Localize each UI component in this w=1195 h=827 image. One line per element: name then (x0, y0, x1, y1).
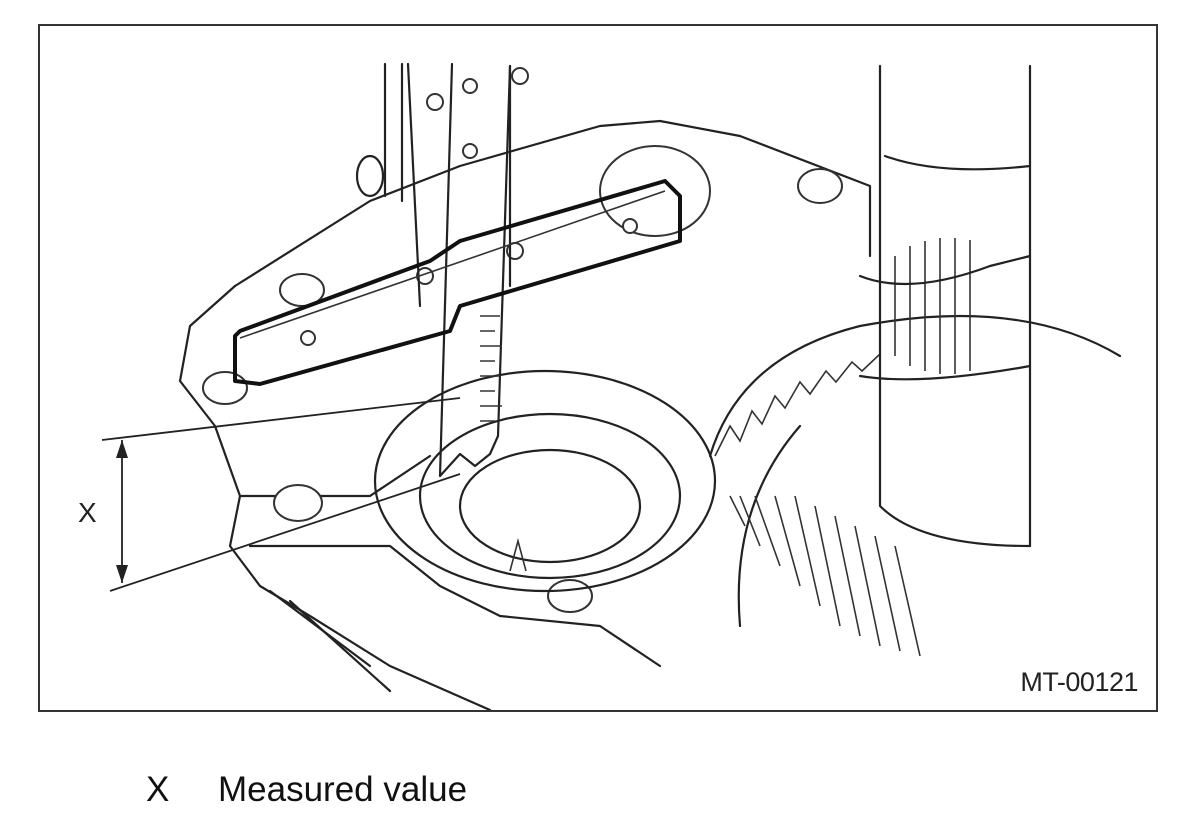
bearing-bore (373, 369, 717, 593)
figure-code: MT-00121 (1020, 667, 1138, 697)
legend-text: Measured value (218, 770, 468, 809)
legend-symbol: X (146, 770, 170, 809)
dimension-x-label: X (78, 497, 97, 528)
gear-and-shaft (708, 64, 1122, 657)
legend: X Measured value (146, 770, 467, 810)
dimension-x: X (78, 397, 461, 592)
caliper-measurement-drawing: X (78, 62, 1122, 710)
transmission-case (178, 67, 872, 710)
figure-frame: X MT-00121 (38, 24, 1158, 712)
depth-caliper (233, 62, 682, 478)
